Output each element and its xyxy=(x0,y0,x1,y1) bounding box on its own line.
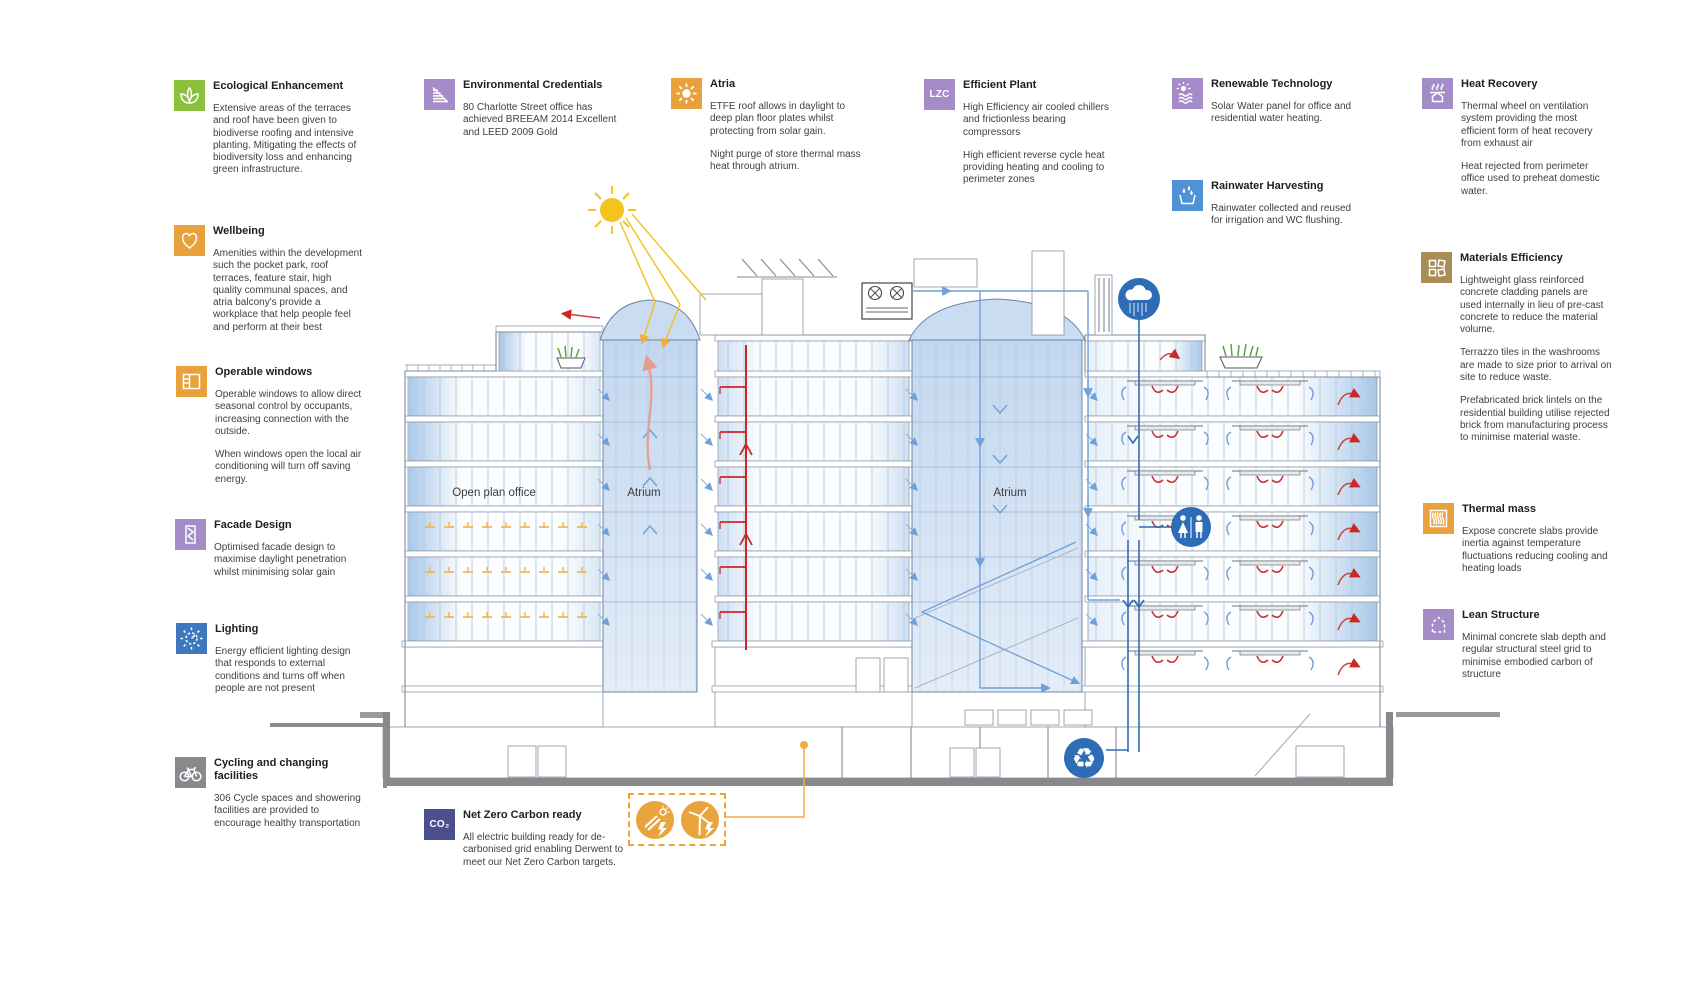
cycling-leader-line xyxy=(270,723,387,788)
panel-heat-recovery: Heat Recovery Thermal wheel on ventilati… xyxy=(1422,78,1613,209)
recycle-icon: ♻ xyxy=(1064,738,1104,778)
sun-icon xyxy=(671,78,702,109)
clean-energy-box xyxy=(628,793,726,846)
light-icon xyxy=(176,623,207,654)
panel-title: Net Zero Carbon ready xyxy=(463,809,582,821)
panel-title: Facade Design xyxy=(214,519,292,531)
panel-renewable-technology: Renewable Technology Solar Water panel f… xyxy=(1172,78,1371,137)
panel-paragraph: Expose concrete slabs provide inertia ag… xyxy=(1462,526,1608,574)
panel-title: Ecological Enhancement xyxy=(213,80,344,92)
solar-energy-icon xyxy=(635,800,674,839)
facade-panel-icon xyxy=(175,519,206,550)
panel-title: Heat Recovery xyxy=(1461,78,1538,90)
panel-paragraph: Thermal wheel on ventilation system prov… xyxy=(1461,101,1593,149)
panel-paragraph: ETFE roof allows in daylight to deep pla… xyxy=(710,101,846,137)
panel-paragraph: Amenities within the development such th… xyxy=(213,248,362,333)
panel-paragraph: 306 Cycle spaces and showering facilitie… xyxy=(214,793,361,829)
water-drops-icon xyxy=(1172,180,1203,211)
breeam-steps-icon xyxy=(424,79,455,110)
roof-planter-left xyxy=(556,345,586,369)
panel-title: Thermal mass xyxy=(1462,503,1536,515)
panel-paragraph: Minimal concrete slab depth and regular … xyxy=(1462,632,1606,680)
panel-paragraph: Prefabricated brick lintels on the resid… xyxy=(1460,395,1610,444)
panel-paragraph: Heat rejected from perimeter office used… xyxy=(1461,161,1600,197)
panel-title: Operable windows xyxy=(215,366,313,378)
lzc-badge: LZC xyxy=(924,79,955,110)
panel-title: Rainwater Harvesting xyxy=(1211,180,1324,192)
panel-title: Renewable Technology xyxy=(1211,78,1333,90)
co2-badge: CO₂ xyxy=(424,809,455,840)
sun-icon xyxy=(588,186,707,349)
panel-materials-efficiency: Materials Efficiency Lightweight glass r… xyxy=(1421,252,1612,456)
panel-paragraph: Lightweight glass reinforced concrete cl… xyxy=(1460,275,1604,336)
panel-atria: Atria ETFE roof allows in daylight to de… xyxy=(671,78,870,184)
panel-paragraph: Night purge of store thermal mass heat t… xyxy=(710,148,861,173)
rooftop-plant-equipment xyxy=(699,250,1113,336)
panel-paragraph: When windows open the local air conditio… xyxy=(215,449,362,485)
wc-icon xyxy=(1171,507,1211,547)
panel-title: Environmental Credentials xyxy=(463,79,603,91)
wind-energy-icon xyxy=(680,800,719,839)
red-heating-riser xyxy=(739,345,753,650)
rain-cloud-icon xyxy=(1118,278,1160,320)
panel-efficient-plant: LZC Efficient Plant High Efficiency air … xyxy=(924,79,1123,198)
panel-title: Atria xyxy=(710,78,736,90)
night-purge-arrows xyxy=(560,309,1181,471)
panel-operable-windows: Operable windows Operable windows to all… xyxy=(176,366,365,497)
panel-paragraph: Optimised facade design to maximise dayl… xyxy=(214,542,347,578)
panel-title: Lean Structure xyxy=(1462,609,1540,621)
svg-text:♻: ♻ xyxy=(1071,743,1096,774)
leaf-icon xyxy=(174,80,205,111)
panel-paragraph: All electric building ready for de-carbo… xyxy=(463,832,624,868)
panel-cycling: Cycling and changing facilities 306 Cycl… xyxy=(175,757,364,841)
material-squares-icon xyxy=(1421,252,1452,283)
open-plan-office-label: Open plan office xyxy=(452,487,536,499)
dashed-structure-icon xyxy=(1423,609,1454,640)
panel-title: Efficient Plant xyxy=(963,79,1037,91)
panel-paragraph: Energy efficient lighting design that re… xyxy=(215,646,351,694)
panel-title: Wellbeing xyxy=(213,225,265,237)
panel-environmental-credentials: Environmental Credentials 80 Charlotte S… xyxy=(424,79,623,150)
panel-paragraph: High efficient reverse cycle heat provid… xyxy=(963,149,1105,186)
panel-title: Lighting xyxy=(215,623,259,635)
panel-facade-design: Facade Design Optimised facade design to… xyxy=(175,519,364,590)
panel-wellbeing: Wellbeing Amenities within the developme… xyxy=(174,225,363,345)
rain-pipe xyxy=(1106,320,1170,752)
heart-icon xyxy=(174,225,205,256)
roof-planter-right xyxy=(1219,343,1263,369)
panel-paragraph: Operable windows to allow direct seasona… xyxy=(215,389,362,437)
blue-ventilation-riser xyxy=(912,286,1120,693)
panel-paragraph: High Efficiency air cooled chillers and … xyxy=(963,102,1109,138)
bicycle-icon xyxy=(175,757,206,788)
panel-paragraph: Extensive areas of the terraces and roof… xyxy=(213,103,357,176)
panel-lighting: Lighting Energy efficient lighting desig… xyxy=(176,623,365,706)
panel-title: Materials Efficiency xyxy=(1460,252,1563,264)
atrium-label-left: Atrium xyxy=(627,487,660,499)
panel-thermal-mass: Thermal mass Expose concrete slabs provi… xyxy=(1423,503,1614,586)
panel-ecological-enhancement: Ecological Enhancement Extensive areas o… xyxy=(174,80,363,188)
panel-lean-structure: Lean Structure Minimal concrete slab dep… xyxy=(1423,609,1614,692)
yellow-energy-connector xyxy=(724,741,808,818)
thermal-waves-icon xyxy=(1423,503,1454,534)
panel-paragraph: 80 Charlotte Street office has achieved … xyxy=(463,102,617,138)
panel-paragraph: Terrazzo tiles in the washrooms are made… xyxy=(1460,347,1612,384)
panel-title: Cycling and changing facilities xyxy=(214,757,329,782)
ac-unit xyxy=(861,282,913,320)
atrium-label-right: Atrium xyxy=(993,487,1026,499)
window-icon xyxy=(176,366,207,397)
panel-rainwater-harvesting: Rainwater Harvesting Rainwater collected… xyxy=(1172,180,1361,239)
heat-house-icon xyxy=(1422,78,1453,109)
solar-waves-icon xyxy=(1172,78,1203,109)
panel-paragraph: Solar Water panel for office and residen… xyxy=(1211,101,1352,125)
panel-paragraph: Rainwater collected and reused for irrig… xyxy=(1211,203,1352,227)
panel-net-zero-carbon: CO₂ Net Zero Carbon ready All electric b… xyxy=(424,809,628,880)
